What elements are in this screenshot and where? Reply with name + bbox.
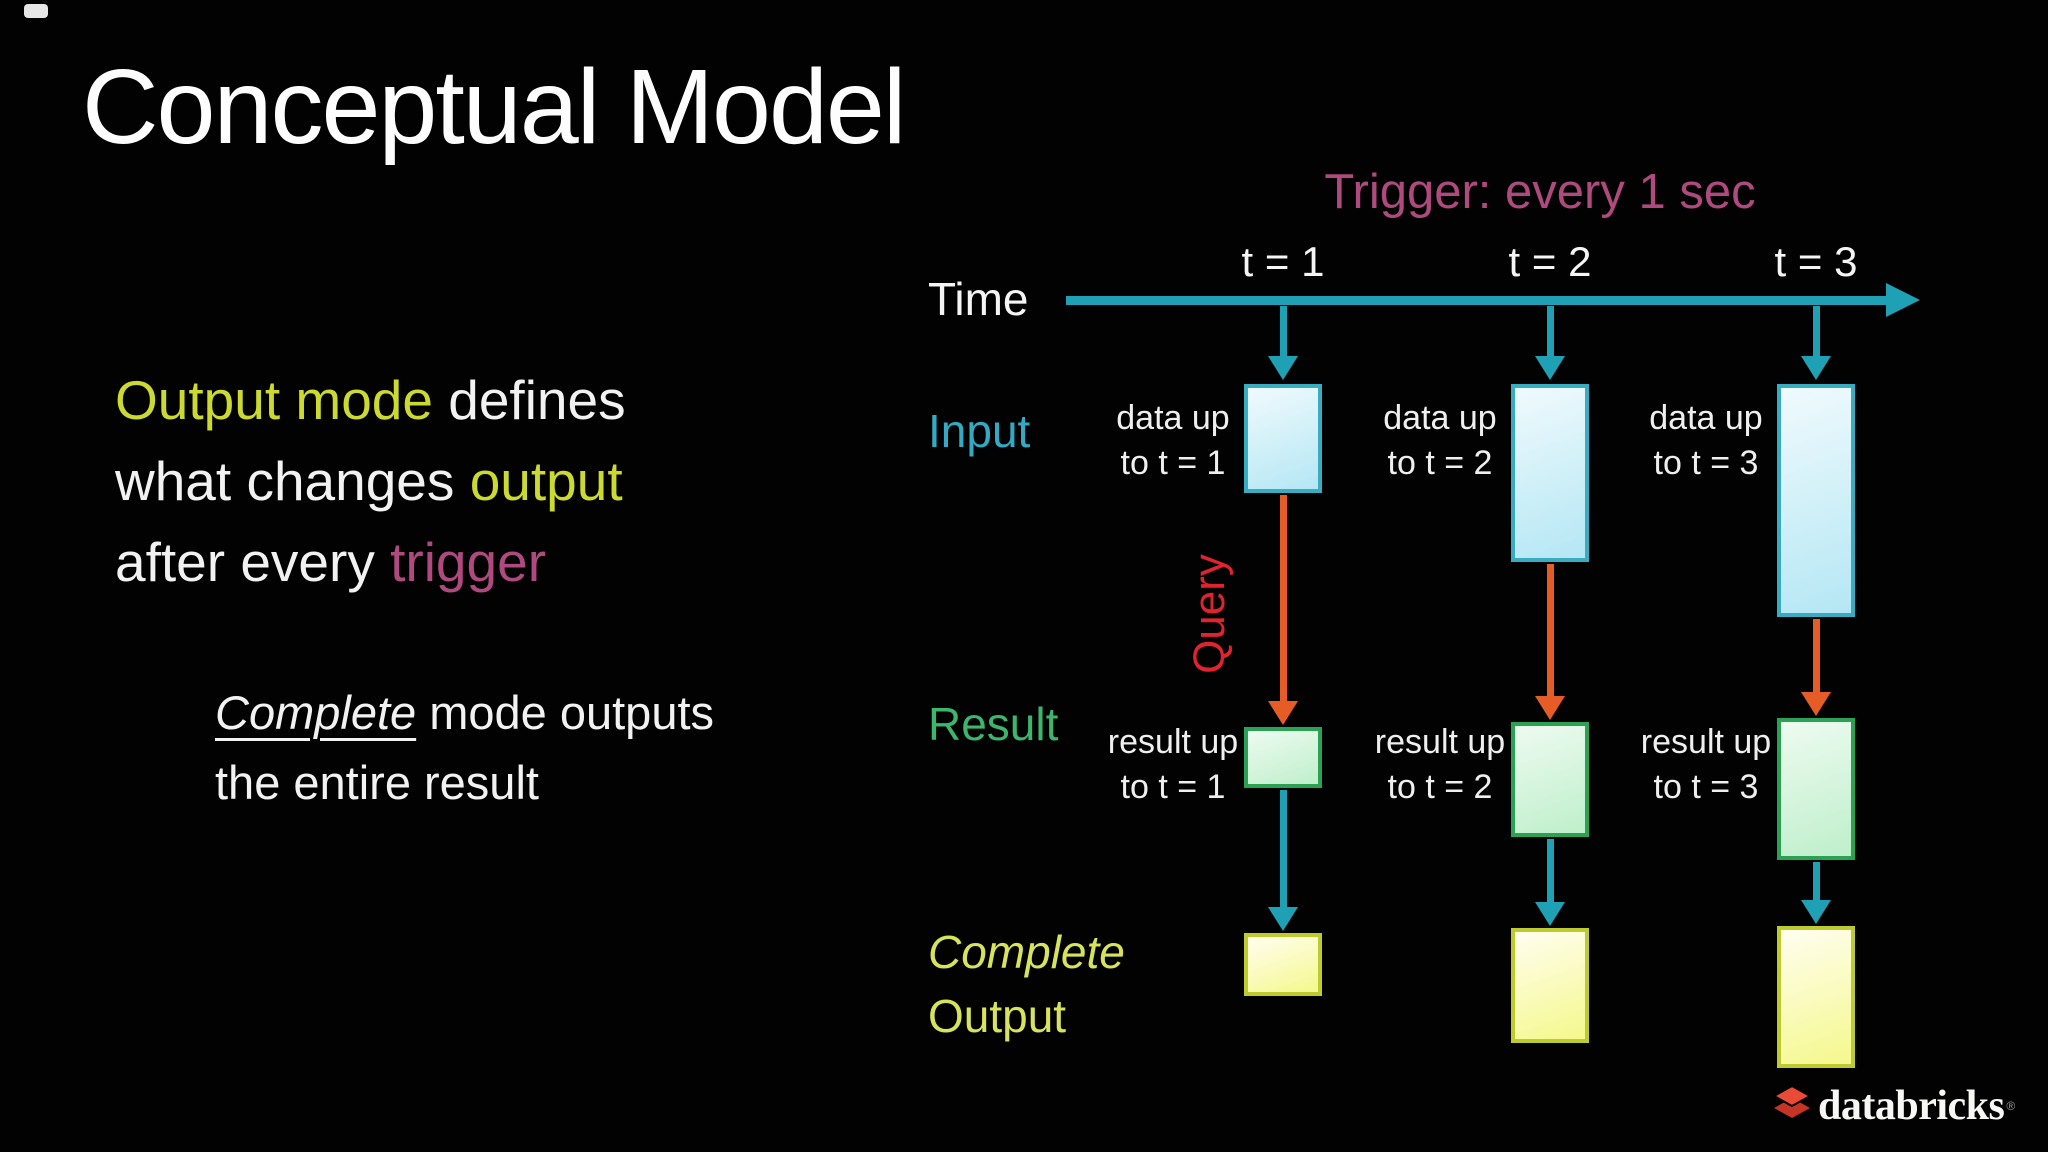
result-caption: result up to t = 1: [1083, 720, 1263, 810]
result-caption-line: to t = 3: [1653, 768, 1759, 806]
intro-highlight-output-mode: Output mode: [115, 369, 433, 431]
trigger-tick-arrowhead-icon: [1801, 356, 1831, 380]
complete-output-box: [1777, 926, 1855, 1068]
output-arrowhead-icon: [1268, 907, 1298, 931]
complete-output-box: [1244, 933, 1322, 996]
complete-mode-note: Complete mode outputs the entire result: [215, 678, 714, 818]
query-arrowhead-icon: [1801, 692, 1831, 716]
input-caption-line: to t = 1: [1120, 444, 1226, 482]
input-caption: data up to t = 3: [1616, 396, 1796, 486]
input-caption-line: to t = 3: [1653, 444, 1759, 482]
screen-artifact: [24, 4, 48, 18]
timeline-arrowhead-icon: [1886, 283, 1920, 317]
input-data-box: [1777, 384, 1855, 617]
complete-output-line-2: Output: [928, 990, 1067, 1042]
databricks-logo: databricks ®: [1772, 1082, 2015, 1130]
input-data-box: [1244, 384, 1322, 493]
intro-text: after every: [115, 531, 391, 593]
result-data-box: [1777, 718, 1855, 860]
databricks-wordmark: databricks: [1818, 1083, 2005, 1129]
timeline-tick-label: t = 1: [1241, 238, 1325, 285]
query-line: [1813, 619, 1820, 694]
note-emphasis-complete: Complete: [215, 686, 417, 739]
result-caption-line: result up: [1374, 723, 1506, 761]
input-caption-line: data up: [1649, 399, 1763, 437]
result-data-box: [1244, 727, 1322, 788]
output-line: [1280, 790, 1287, 909]
intro-line-1: Output mode defines: [115, 360, 626, 441]
input-caption-line: data up: [1383, 399, 1497, 437]
intro-highlight-output: output: [469, 450, 623, 512]
registered-mark: ®: [2006, 1099, 2016, 1113]
input-caption-line: to t = 2: [1387, 444, 1493, 482]
output-arrowhead-icon: [1535, 902, 1565, 926]
trigger-tick-arrowhead-icon: [1535, 356, 1565, 380]
intro-line-2: what changes output: [115, 441, 626, 522]
databricks-bricks-icon: [1772, 1084, 1812, 1118]
query-arrowhead-icon: [1268, 701, 1298, 725]
note-line-2: the entire result: [215, 756, 539, 809]
query-arrowhead-icon: [1535, 696, 1565, 720]
input-data-box: [1511, 384, 1589, 562]
result-caption: result up to t = 2: [1350, 720, 1530, 810]
timeline-tick-label: t = 3: [1774, 238, 1858, 285]
intro-text: what changes: [115, 450, 470, 512]
intro-line-3: after every trigger: [115, 522, 626, 603]
trigger-annotation: Trigger: every 1 sec: [1324, 165, 1756, 219]
note-text: mode outputs: [416, 686, 715, 739]
input-caption: data up to t = 1: [1083, 396, 1263, 486]
trigger-tick-arrowhead-icon: [1268, 356, 1298, 380]
result-caption-line: to t = 1: [1120, 768, 1226, 806]
row-label-result: Result: [928, 698, 1059, 750]
trigger-tick-line: [1280, 306, 1287, 358]
intro-paragraph: Output mode defines what changes output …: [115, 360, 626, 603]
trigger-tick-line: [1813, 306, 1820, 358]
row-label-complete-output: Complete Output: [928, 920, 1125, 1048]
query-line: [1547, 564, 1554, 698]
row-label-time: Time: [928, 273, 1029, 325]
complete-output-line-1: Complete: [928, 926, 1125, 978]
row-label-input: Input: [928, 405, 1031, 457]
result-caption-line: result up: [1640, 723, 1772, 761]
intro-highlight-trigger: trigger: [390, 531, 547, 593]
result-caption: result up to t = 3: [1616, 720, 1796, 810]
trigger-tick-line: [1547, 306, 1554, 358]
query-annotation: Query: [1185, 554, 1234, 674]
result-data-box: [1511, 722, 1589, 837]
timeline-axis: [1066, 296, 1888, 305]
output-line: [1813, 862, 1820, 902]
input-caption: data up to t = 2: [1350, 396, 1530, 486]
output-arrowhead-icon: [1801, 900, 1831, 924]
output-line: [1547, 839, 1554, 904]
intro-text: defines: [432, 369, 626, 431]
query-line: [1280, 495, 1287, 703]
note-line-1: Complete mode outputs: [215, 678, 714, 748]
result-caption-line: to t = 2: [1387, 768, 1493, 806]
page-title: Conceptual Model: [82, 48, 906, 166]
timeline-tick-label: t = 2: [1508, 238, 1592, 285]
result-caption-line: result up: [1107, 723, 1239, 761]
complete-output-box: [1511, 928, 1589, 1043]
input-caption-line: data up: [1116, 399, 1230, 437]
